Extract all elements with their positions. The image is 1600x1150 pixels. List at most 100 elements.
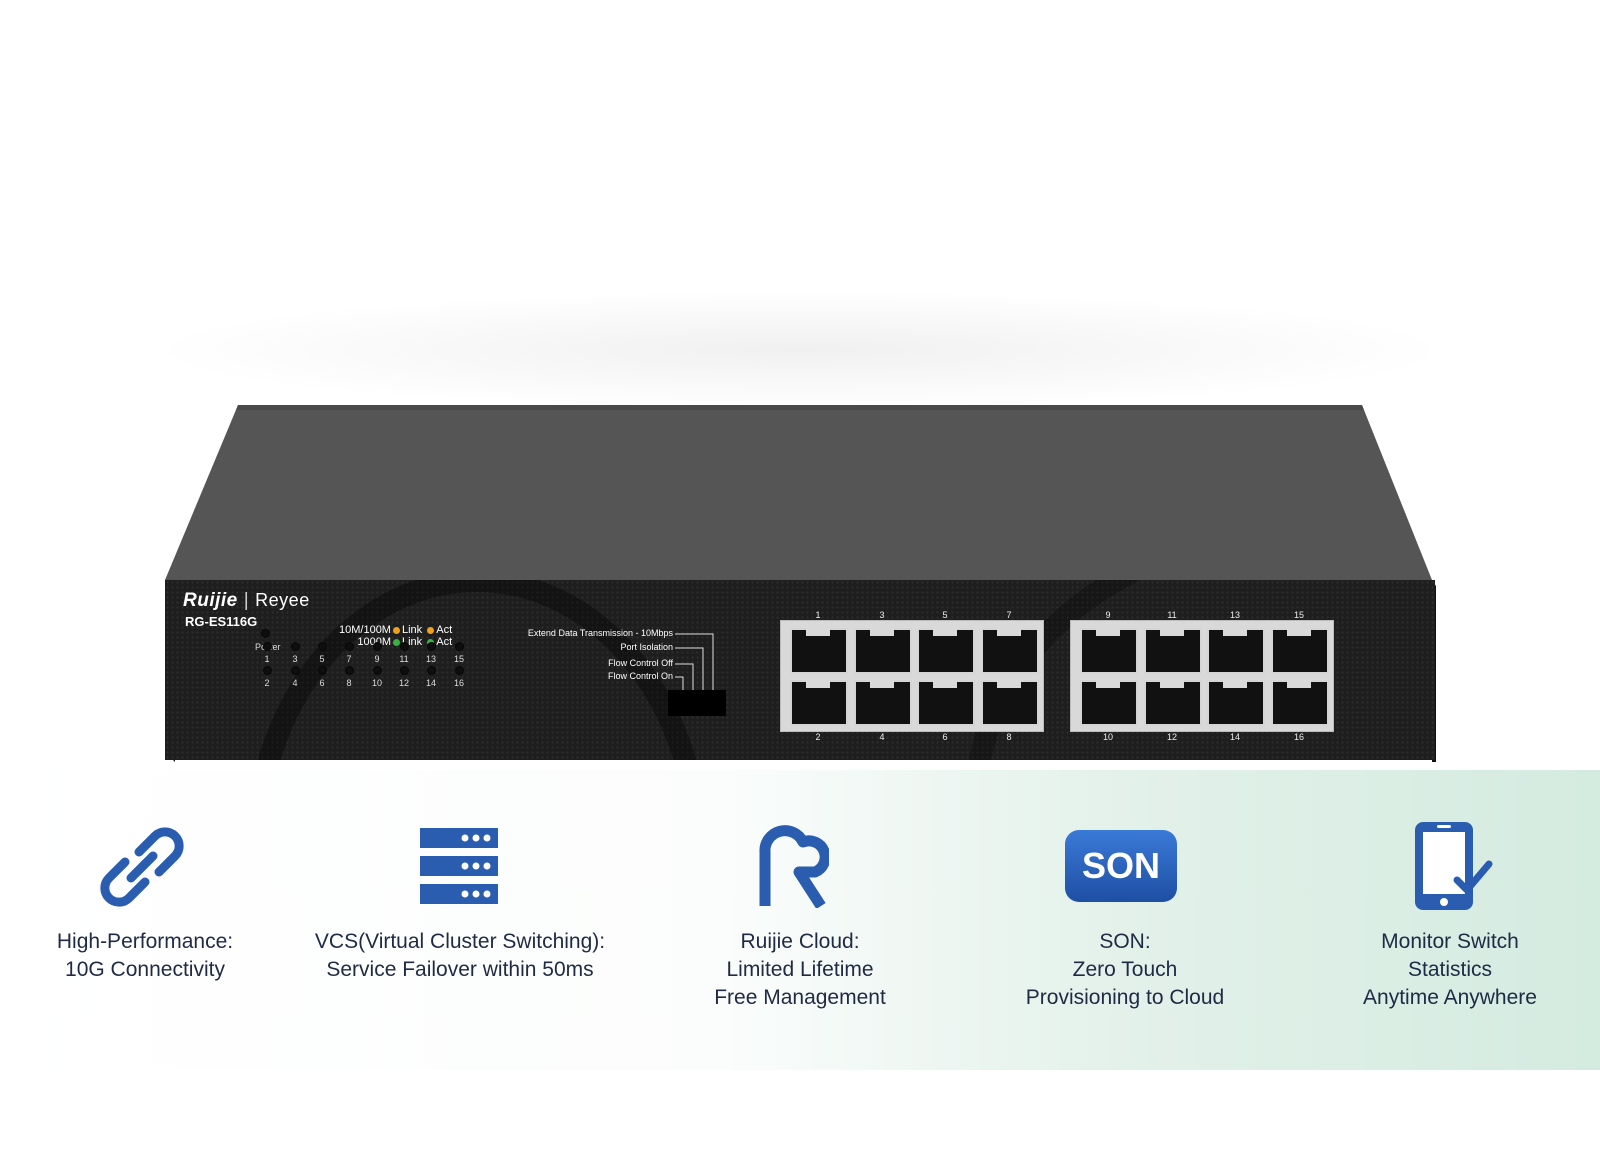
led-number: 13: [425, 654, 436, 664]
rj45-port-6[interactable]: [917, 680, 975, 726]
port-number: 6: [942, 732, 948, 742]
rj45-port-4[interactable]: [854, 680, 912, 726]
port-number: 7: [1006, 610, 1012, 620]
device-shadow: [140, 290, 1460, 410]
led-number: 1: [264, 654, 270, 664]
feature-band: [0, 770, 1600, 1070]
son-badge-icon: SON: [1065, 830, 1177, 902]
port-led-7: [345, 642, 354, 651]
feature-line: VCS(Virtual Cluster Switching):: [314, 930, 606, 953]
port-led-2: [263, 666, 272, 675]
port-number: 2: [815, 732, 821, 742]
led-number: 16: [453, 678, 464, 688]
rj45-port-10[interactable]: [1080, 680, 1138, 726]
feature-line: Service Failover within 50ms: [326, 958, 594, 981]
feature-ruijie-cloud: Ruijie Cloud: Limited Lifetime Free Mana…: [680, 928, 920, 1012]
led-number: 9: [374, 654, 380, 664]
port-led-13: [427, 642, 436, 651]
port-number: 5: [942, 610, 948, 620]
rj45-port-7[interactable]: [981, 628, 1039, 674]
dip-label: Port Isolation: [620, 642, 673, 652]
feature-line: 10G Connectivity: [65, 958, 225, 981]
led-number: 6: [319, 678, 325, 688]
port-number: 14: [1229, 732, 1240, 742]
feature-line: Provisioning to Cloud: [1025, 986, 1225, 1009]
rj45-port-14[interactable]: [1207, 680, 1265, 726]
port-led-3: [291, 642, 300, 651]
phone-check-icon: [1415, 822, 1493, 910]
led-number: 10: [371, 678, 382, 688]
port-led-4: [291, 666, 300, 675]
led-number: 3: [292, 654, 298, 664]
feature-line: Free Management: [714, 986, 886, 1009]
led-number: 14: [425, 678, 436, 688]
feature-son: SON: Zero Touch Provisioning to Cloud: [995, 928, 1255, 1012]
server-stack-icon: [420, 828, 498, 904]
feature-line: Zero Touch: [1072, 958, 1178, 981]
port-led-9: [373, 642, 382, 651]
port-led-16: [455, 666, 464, 675]
brand-logo: Ruijie|Reyee: [183, 590, 310, 611]
rj45-port-3[interactable]: [854, 628, 912, 674]
rj45-port-12[interactable]: [1144, 680, 1202, 726]
feature-vcs: VCS(Virtual Cluster Switching): Service …: [300, 928, 620, 984]
feature-line: Statistics: [1407, 958, 1493, 981]
port-number: 15: [1293, 610, 1304, 620]
port-number: 10: [1102, 732, 1113, 742]
switch-chassis: [165, 405, 1436, 762]
led-number: 5: [319, 654, 325, 664]
port-number: 9: [1105, 610, 1111, 620]
dip-label: Flow Control Off: [608, 658, 673, 668]
port-led-12: [400, 666, 409, 675]
feature-line: SON:: [1099, 930, 1151, 953]
port-led-6: [318, 666, 327, 675]
port-led-8: [345, 666, 354, 675]
feature-line: Ruijie Cloud:: [740, 930, 860, 953]
feature-high-performance: High-Performance: 10G Connectivity: [25, 928, 265, 984]
port-led-14: [427, 666, 436, 675]
ruijie-cloud-icon: [759, 825, 829, 908]
led-number: 12: [398, 678, 409, 688]
port-number: 13: [1229, 610, 1240, 620]
port-number: 8: [1006, 732, 1012, 742]
port-number: 1: [815, 610, 821, 620]
feature-line: Monitor Switch: [1381, 930, 1519, 953]
dip-leader-lines: [675, 633, 714, 692]
port-number: 11: [1167, 610, 1177, 620]
port-number: 12: [1166, 732, 1177, 742]
rj45-port-16[interactable]: [1271, 680, 1329, 726]
rj45-port-2[interactable]: [790, 680, 848, 726]
dip-label: Flow Control On: [607, 671, 673, 681]
rj45-port-9[interactable]: [1080, 628, 1138, 674]
feature-line: Anytime Anywhere: [1363, 986, 1537, 1009]
led-number: 2: [264, 678, 270, 688]
led-number: 11: [399, 654, 409, 664]
led-number: 8: [346, 678, 352, 688]
port-led-11: [400, 642, 409, 651]
rj45-port-11[interactable]: [1144, 628, 1202, 674]
port-led-1: [263, 642, 272, 651]
port-number: 3: [879, 610, 885, 620]
rj45-port-13[interactable]: [1207, 628, 1265, 674]
rj45-port-15[interactable]: [1271, 628, 1329, 674]
port-led-15: [455, 642, 464, 651]
power-led: [261, 629, 270, 638]
feature-monitor: Monitor Switch Statistics Anytime Anywhe…: [1330, 928, 1570, 1012]
feature-line: Limited Lifetime: [726, 958, 874, 981]
dip-label: Extend Data Transmission - 10Mbps: [527, 628, 673, 638]
model-label: RG-ES116G: [185, 614, 258, 629]
dip-switch[interactable]: [668, 690, 726, 716]
led-number: 7: [346, 654, 352, 664]
rj45-port-1[interactable]: [790, 628, 848, 674]
port-led-5: [318, 642, 327, 651]
link-icon: [100, 827, 184, 907]
son-badge-text: SON: [1082, 845, 1160, 886]
rj45-port-5[interactable]: [917, 628, 975, 674]
port-number: 16: [1293, 732, 1304, 742]
port-led-10: [373, 666, 382, 675]
feature-line: High-Performance:: [56, 930, 234, 953]
led-number: 4: [292, 678, 298, 688]
rj45-port-8[interactable]: [981, 680, 1039, 726]
